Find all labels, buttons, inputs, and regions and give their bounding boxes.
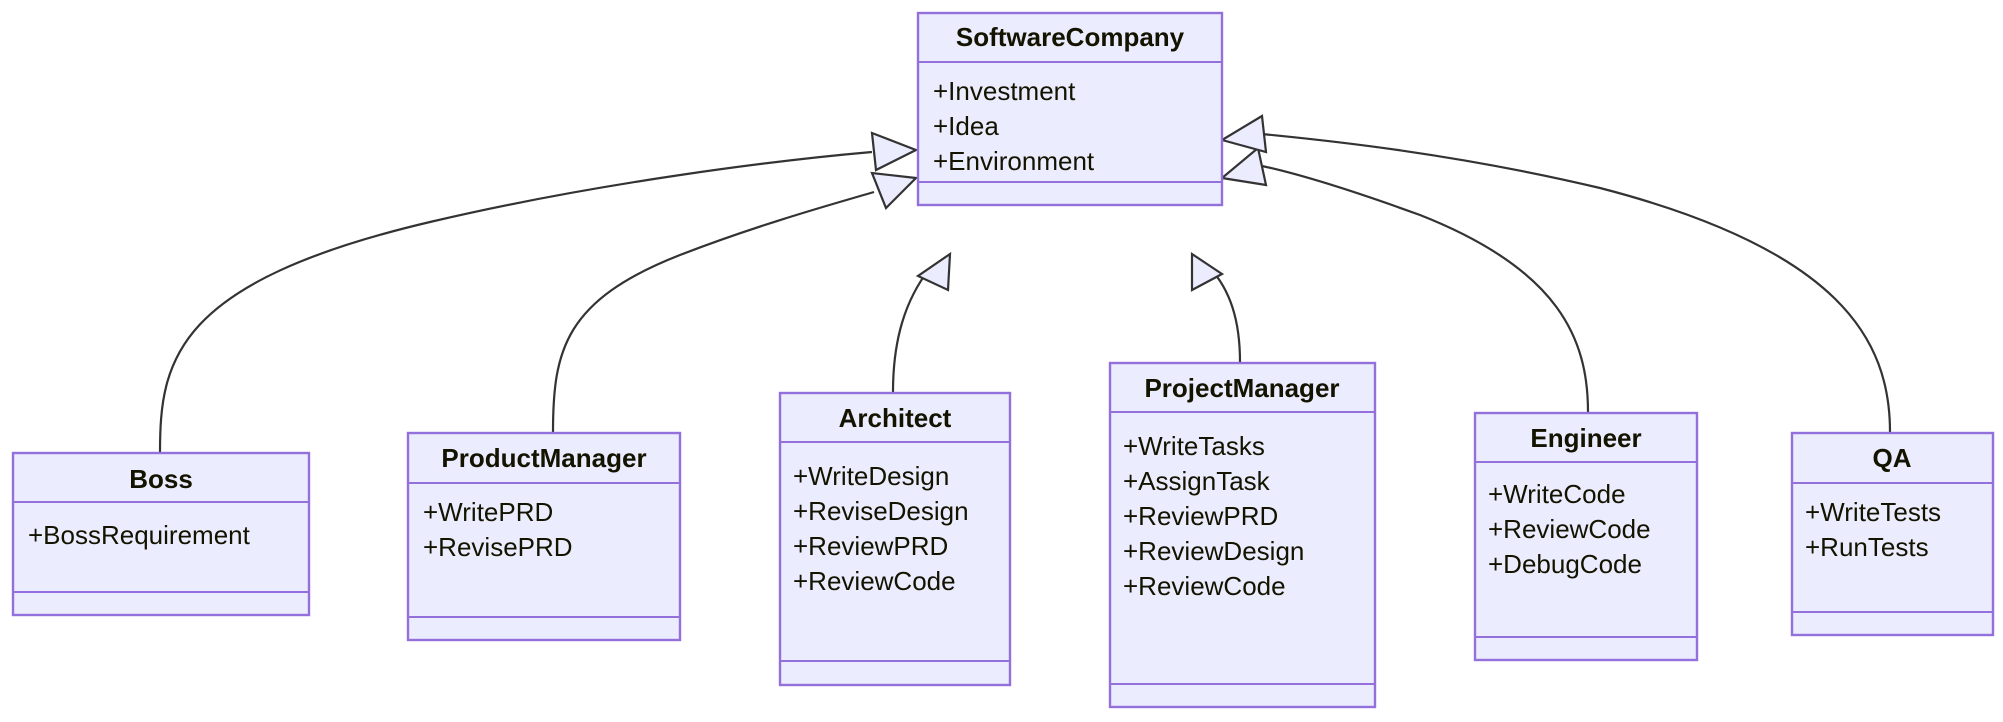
inheritance-arrowhead-icon	[870, 171, 919, 210]
edge-line	[891, 267, 931, 393]
edge-projectmanager-to-softwarecompany	[1190, 251, 1242, 363]
inheritance-arrowhead-icon	[915, 251, 952, 292]
inheritance-arrowhead-icon	[1219, 145, 1268, 187]
class-attribute: +ReviewCode	[793, 566, 956, 596]
class-box-outline	[1790, 431, 1995, 637]
class-attribute: +ReviewPRD	[1123, 501, 1278, 531]
class-attribute: +RunTests	[1805, 532, 1929, 562]
class-attribute: +ReviseDesign	[793, 496, 969, 526]
class-attribute: +Idea	[933, 111, 999, 141]
class-box-outline	[1108, 361, 1377, 709]
edge-engineer-to-softwarecompany	[1219, 145, 1590, 413]
class-attribute: +WriteTasks	[1123, 431, 1265, 461]
class-title: ProjectManager	[1144, 373, 1339, 403]
inheritance-arrowhead-icon	[1219, 114, 1268, 154]
class-box-outline	[11, 451, 311, 617]
class-attribute: +DebugCode	[1488, 549, 1642, 579]
edges-layer	[158, 114, 1892, 453]
class-attribute: +WritePRD	[423, 497, 553, 527]
class-node-boss[interactable]: Boss +BossRequirement	[11, 451, 311, 617]
class-attribute: +ReviewPRD	[793, 531, 948, 561]
class-attribute: +ReviewDesign	[1123, 536, 1304, 566]
class-attribute: +WriteCode	[1488, 479, 1626, 509]
class-attribute: +BossRequirement	[28, 520, 251, 550]
inheritance-arrowhead-icon	[870, 131, 919, 172]
edge-productmanager-to-softwarecompany	[551, 171, 919, 433]
class-attribute: +Investment	[933, 76, 1076, 106]
class-title: ProductManager	[441, 443, 646, 473]
class-attribute: +ReviewCode	[1488, 514, 1651, 544]
class-attribute: +WriteDesign	[793, 461, 949, 491]
class-attribute: +ReviewCode	[1123, 571, 1286, 601]
class-node-softwarecompany[interactable]: SoftwareCompany +Investment +Idea +Envir…	[916, 11, 1224, 207]
class-node-engineer[interactable]: Engineer +WriteCode +ReviewCode +DebugCo…	[1473, 411, 1699, 662]
edge-line	[158, 150, 873, 453]
class-title: Engineer	[1530, 423, 1641, 453]
class-node-architect[interactable]: Architect +WriteDesign +ReviseDesign +Re…	[778, 391, 1012, 687]
class-title: QA	[1873, 443, 1912, 473]
edge-line	[551, 190, 875, 433]
class-box-outline	[1473, 411, 1699, 662]
class-title: Architect	[839, 403, 952, 433]
edge-line	[1209, 267, 1242, 363]
class-attribute: +WriteTests	[1805, 497, 1941, 527]
edge-qa-to-softwarecompany	[1219, 114, 1892, 433]
class-attribute: +AssignTask	[1123, 466, 1271, 496]
class-node-productmanager[interactable]: ProductManager +WritePRD +RevisePRD	[406, 431, 682, 642]
edge-line	[1261, 132, 1892, 433]
class-node-qa[interactable]: QA +WriteTests +RunTests	[1790, 431, 1995, 637]
class-attribute: +RevisePRD	[423, 532, 573, 562]
class-title: SoftwareCompany	[956, 22, 1185, 52]
nodes-layer: SoftwareCompany +Investment +Idea +Envir…	[11, 11, 1995, 709]
class-box-outline	[916, 11, 1224, 207]
edge-architect-to-softwarecompany	[891, 251, 952, 393]
class-attribute: +Environment	[933, 146, 1095, 176]
class-node-projectmanager[interactable]: ProjectManager +WriteTasks +AssignTask +…	[1108, 361, 1377, 709]
class-title: Boss	[129, 464, 193, 494]
edge-boss-to-softwarecompany	[158, 131, 919, 453]
inheritance-arrowhead-icon	[1190, 251, 1225, 292]
class-box-outline	[406, 431, 682, 642]
edge-line	[1261, 164, 1590, 413]
